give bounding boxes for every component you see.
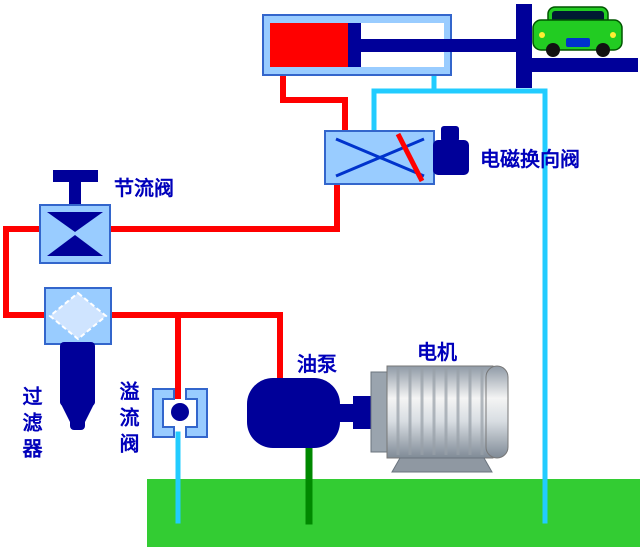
throttle-stem: [69, 182, 81, 207]
motor-body: [386, 365, 494, 459]
throttle-wedge-top: [47, 212, 103, 232]
pipe-red-cylinder-to-valve: [280, 69, 348, 137]
label-filter: 过滤器: [19, 386, 41, 464]
valve-cross-line-2: [335, 137, 425, 178]
oil-pump: [247, 378, 373, 448]
valve-active-path: [395, 132, 425, 183]
solenoid-coil: [433, 140, 469, 175]
throttle-handle: [53, 170, 98, 182]
relief-bracket-left: [152, 388, 175, 438]
label-pump: 油泵: [297, 354, 337, 376]
pipe-cyan-valve-to-tank: [371, 88, 548, 524]
filter: [44, 287, 112, 430]
pipes: [3, 69, 548, 525]
filter-canister: [60, 342, 95, 406]
car-grill: [566, 38, 590, 47]
pump-body: [247, 378, 340, 448]
label-throttle-valve: 节流阀: [114, 178, 174, 200]
filter-diamond: [48, 291, 108, 341]
car: [532, 6, 623, 57]
pipe-red-valve-throttle-filter-pump: [3, 179, 340, 383]
filter-canister-taper: [60, 402, 95, 422]
motor-end-cap: [370, 371, 390, 453]
relief-valve: [152, 388, 208, 438]
car-body: [532, 19, 623, 51]
motor-base: [391, 457, 493, 473]
cylinder-fluid: [270, 23, 348, 67]
car-wheel-left: [546, 43, 560, 57]
oil-tank: [147, 479, 640, 547]
solenoid-tab: [441, 126, 459, 142]
motor: [370, 365, 509, 473]
label-motor: 电机: [417, 342, 457, 364]
pump-coupling: [353, 396, 373, 429]
relief-bracket-right: [185, 388, 208, 438]
relief-ball: [171, 403, 189, 421]
label-relief-valve: 溢流阀: [116, 381, 138, 459]
solenoid-directional-valve: [324, 126, 469, 185]
lift-post: [516, 4, 532, 88]
piston: [348, 23, 361, 67]
car-headlight-left: [539, 32, 545, 38]
lift-platform: [516, 4, 638, 88]
car-wheel-right: [596, 43, 610, 57]
pump-shaft: [340, 404, 353, 422]
hydraulic-cylinder: [262, 14, 518, 76]
piston-rod: [361, 39, 518, 52]
motor-fins: [396, 368, 484, 455]
throttle-valve: [39, 170, 111, 264]
car-headlight-right: [610, 32, 616, 38]
motor-rear-cap: [485, 365, 509, 459]
filter-canister-tip: [70, 418, 85, 430]
label-solenoid-valve: 电磁换向阀: [480, 149, 580, 171]
throttle-wedge-bottom: [47, 235, 103, 256]
lift-rail: [516, 58, 638, 72]
